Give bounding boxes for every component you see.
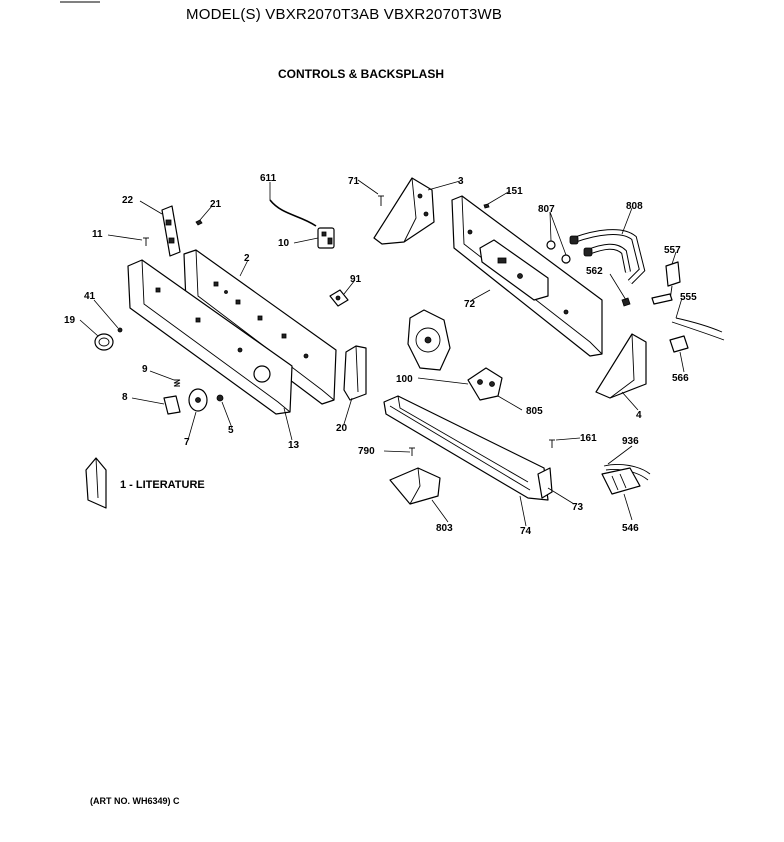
part-562-clip (621, 297, 631, 307)
callout-555: 555 (680, 292, 697, 303)
section-title: CONTROLS & BACKSPLASH (278, 67, 445, 81)
callout-546: 546 (622, 523, 639, 534)
art-number: (ART NO. WH6349) C (90, 796, 180, 806)
part-557-valve (651, 261, 681, 305)
part-3-endcap (373, 177, 435, 245)
callout-73: 73 (572, 502, 584, 513)
part-100-timer (407, 309, 451, 371)
part-805-switch (467, 367, 503, 401)
part-808-hoses (569, 229, 646, 285)
callout-10: 10 (278, 238, 290, 249)
literature-booklet (85, 457, 107, 509)
part-546-connector (601, 467, 641, 495)
callout-557: 557 (664, 245, 681, 256)
callout-20: 20 (336, 423, 348, 434)
part-10-switch (317, 227, 335, 249)
callout-161: 161 (580, 433, 597, 444)
callout-3: 3 (458, 176, 464, 187)
part-4-bracket (595, 333, 647, 399)
part-555-wire (671, 317, 725, 341)
callout-566: 566 (672, 373, 689, 384)
callout-790: 790 (358, 446, 375, 457)
part-19-knob (94, 333, 114, 351)
callout-21: 21 (210, 199, 222, 210)
callout-41: 41 (84, 291, 96, 302)
callout-19: 19 (64, 315, 76, 326)
part-20-endcap (343, 345, 367, 401)
callout-100: 100 (396, 374, 413, 385)
part-807-grommets (546, 240, 571, 264)
callout-13: 13 (288, 440, 300, 451)
part-803-bracket (389, 467, 441, 505)
part-71-screw (378, 195, 384, 206)
callout-72: 72 (464, 299, 476, 310)
part-5-nut (216, 394, 224, 402)
callout-2: 2 (244, 253, 250, 264)
callout-9: 9 (142, 364, 148, 375)
literature-label: 1 - LITERATURE (120, 479, 205, 491)
part-151-screw (483, 203, 490, 209)
callout-611: 611 (260, 173, 277, 184)
callout-805: 805 (526, 406, 543, 417)
part-21-screw (195, 219, 203, 226)
leader-lines (79, 179, 685, 527)
callout-4: 4 (636, 410, 642, 421)
callout-71: 71 (348, 176, 360, 187)
part-790-screw (409, 447, 415, 456)
callout-936: 936 (622, 436, 639, 447)
part-13-housing (127, 259, 293, 415)
part-8-knob (163, 395, 181, 415)
part-9-spring (173, 379, 181, 387)
callout-91: 91 (350, 274, 362, 285)
callout-808: 808 (626, 201, 643, 212)
callout-807: 807 (538, 204, 555, 215)
part-22-bracket (161, 205, 181, 257)
callout-11: 11 (92, 229, 103, 240)
model-title: MODEL(S) VBXR2070T3AB VBXR2070T3WB (186, 6, 503, 23)
part-74-trim (383, 395, 549, 501)
part-73-bracket (537, 467, 553, 499)
part-41-spring (117, 327, 123, 333)
part-callouts: 611 71 3 151 807 808 22 21 11 10 2 557 5… (64, 173, 697, 537)
part-161-screw (549, 439, 555, 448)
part-11-screw (143, 237, 149, 246)
part-566-sensor (669, 335, 689, 353)
part-611-harness (269, 199, 317, 227)
callout-8: 8 (122, 392, 128, 403)
callout-803: 803 (436, 523, 453, 534)
part-7-dial (188, 388, 208, 412)
callout-5: 5 (228, 425, 234, 436)
callout-7: 7 (184, 437, 190, 448)
callout-151: 151 (506, 186, 523, 197)
part-72-backsplash (451, 195, 603, 357)
callout-22: 22 (122, 195, 134, 206)
callout-562: 562 (586, 266, 603, 277)
part-91-clip (329, 289, 349, 307)
callout-74: 74 (520, 526, 532, 537)
